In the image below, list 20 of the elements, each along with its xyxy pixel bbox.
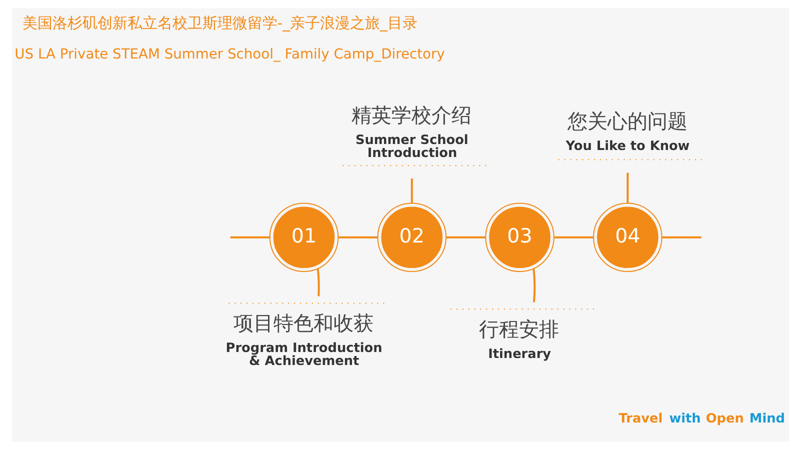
- connector: [316, 268, 320, 296]
- diagram-title: 美国洛杉矶创新私立名校卫斯理微留学-_亲子浪漫之旅_目录: [22, 15, 417, 32]
- node-text: 行程安排 Itinerary: [478, 318, 559, 362]
- node-circle: 02: [376, 202, 446, 272]
- label: US LA Private STEAM Summer School_ Family Camp_Directory: [14, 46, 444, 62]
- node-circle: 03: [484, 202, 554, 272]
- node-circle: 04: [592, 202, 662, 272]
- connector: [410, 178, 412, 203]
- node-text: 您关心的问题 You Like to Know: [565, 110, 690, 154]
- node-text: 项目特色和收获 Program Introduction & Achievement: [225, 312, 382, 369]
- connector: [338, 236, 377, 238]
- connector: [554, 236, 593, 238]
- connector: [661, 236, 701, 238]
- connector: [230, 236, 270, 238]
- label: Travel with Open Mind: [618, 411, 784, 426]
- connector: [532, 268, 536, 302]
- connector: [626, 172, 628, 203]
- connector: [446, 236, 485, 238]
- node-text: 精英学校介绍 Summer School Introduction: [351, 104, 472, 162]
- node-circle: 01: [268, 202, 338, 272]
